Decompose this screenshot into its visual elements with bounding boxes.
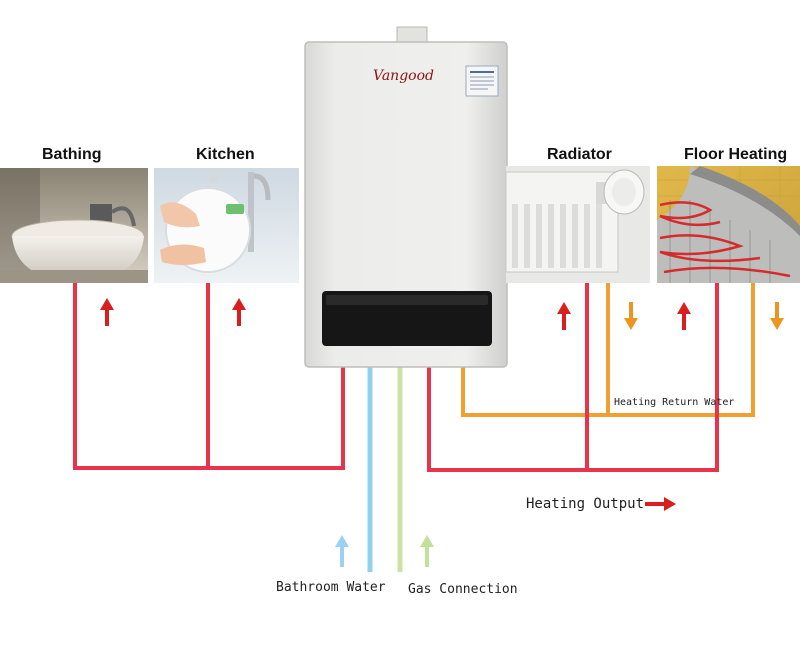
- label-heating-output: Heating Output: [526, 496, 645, 512]
- label-bathroom-water: Bathroom Water: [276, 580, 386, 595]
- brand-logo: Vangood: [373, 68, 434, 84]
- arrow-up-red-icon: [232, 298, 246, 326]
- label-gas-connection: Gas Connection: [408, 582, 518, 597]
- arrow-down-orange-icon: [770, 302, 784, 330]
- arrow-up-red-icon: [677, 302, 691, 330]
- bathing-image: [0, 168, 148, 283]
- label-heating-return-water: Heating Return Water: [614, 397, 735, 408]
- arrow-right-red-icon: [645, 497, 676, 511]
- radiator-image: [505, 166, 650, 283]
- heating-return-pipe: [461, 283, 755, 417]
- floor-heating-image: [657, 166, 800, 283]
- kitchen-image: [154, 168, 299, 283]
- boiler: [304, 26, 508, 368]
- domestic-hot-water-pipe: [73, 283, 345, 470]
- label-radiator: Radiator: [547, 146, 612, 163]
- flue-outlet: [396, 26, 428, 44]
- heating-output-pipe: [427, 283, 719, 472]
- label-bathing: Bathing: [42, 146, 102, 163]
- label-kitchen: Kitchen: [196, 146, 255, 163]
- label-floor-heating: Floor Heating: [684, 146, 788, 163]
- arrow-up-blue-icon: [335, 535, 349, 567]
- arrow-up-green-icon: [420, 535, 434, 567]
- arrow-up-red-icon: [100, 298, 114, 326]
- arrow-down-orange-icon: [624, 302, 638, 330]
- arrow-up-red-icon: [557, 302, 571, 330]
